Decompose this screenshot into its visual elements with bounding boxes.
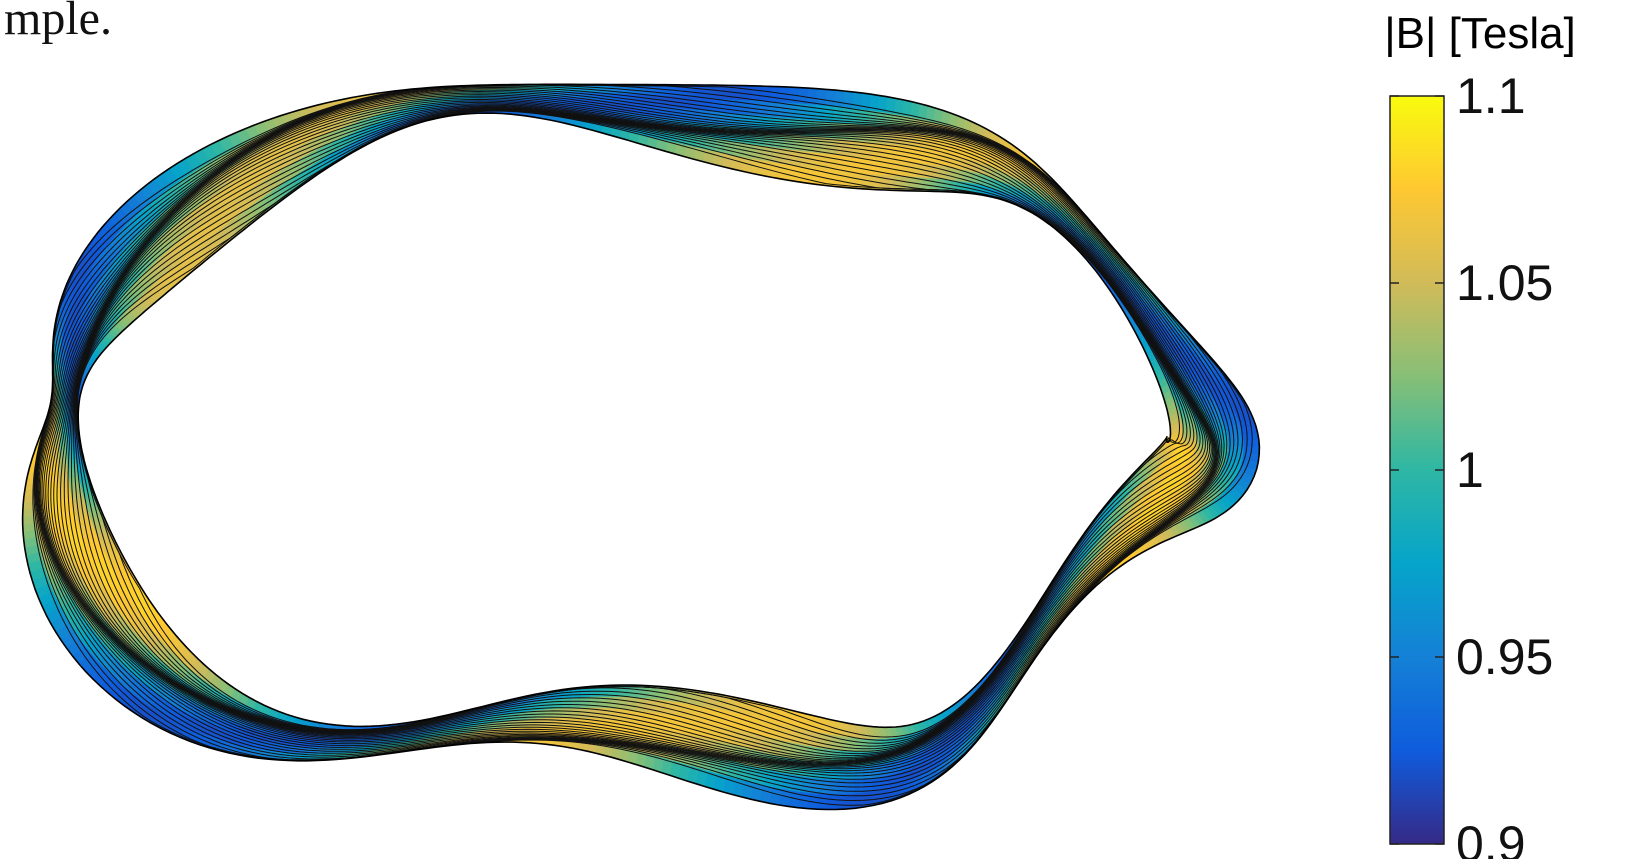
surface-patch: [1228, 439, 1245, 447]
surface-patch: [826, 794, 838, 810]
colorbar: |B| [Tesla] 1.1 1.05 1 0.95 0.9: [1384, 9, 1576, 859]
colorbar-title: |B| [Tesla]: [1384, 9, 1576, 58]
surface-patch: [854, 723, 863, 740]
surface-patch: [469, 94, 479, 100]
surface-patch: [642, 93, 655, 106]
surface-patch: [57, 477, 70, 484]
surface-patch: [57, 472, 69, 479]
colorbar-tick-label: 0.9: [1456, 816, 1526, 859]
surface-patch: [835, 794, 847, 810]
surface-patch: [845, 793, 856, 810]
surface-patch: [562, 697, 573, 710]
surface-patch: [633, 93, 646, 105]
surface-patch: [67, 467, 79, 474]
surface-patch: [578, 90, 590, 100]
colorbar-tick-label: 0.95: [1456, 629, 1553, 685]
colorbar-tick-label: 1: [1456, 442, 1484, 498]
surface-patch: [579, 707, 591, 720]
surface-patch: [580, 696, 591, 709]
surface-patch: [526, 89, 537, 96]
surface-patch: [571, 697, 582, 709]
surface-patch: [571, 707, 582, 719]
colorbar-tick-label: 1.05: [1456, 255, 1553, 311]
flux-surface-plot: [21, 83, 1261, 811]
surface-patch: [562, 707, 573, 719]
clipped-caption-text: mple.: [4, 0, 112, 45]
surface-patch: [509, 712, 520, 722]
surface-patch: [57, 467, 69, 474]
colorbar-tick-label: 1.1: [1456, 68, 1526, 124]
surface-patch: [67, 472, 80, 479]
